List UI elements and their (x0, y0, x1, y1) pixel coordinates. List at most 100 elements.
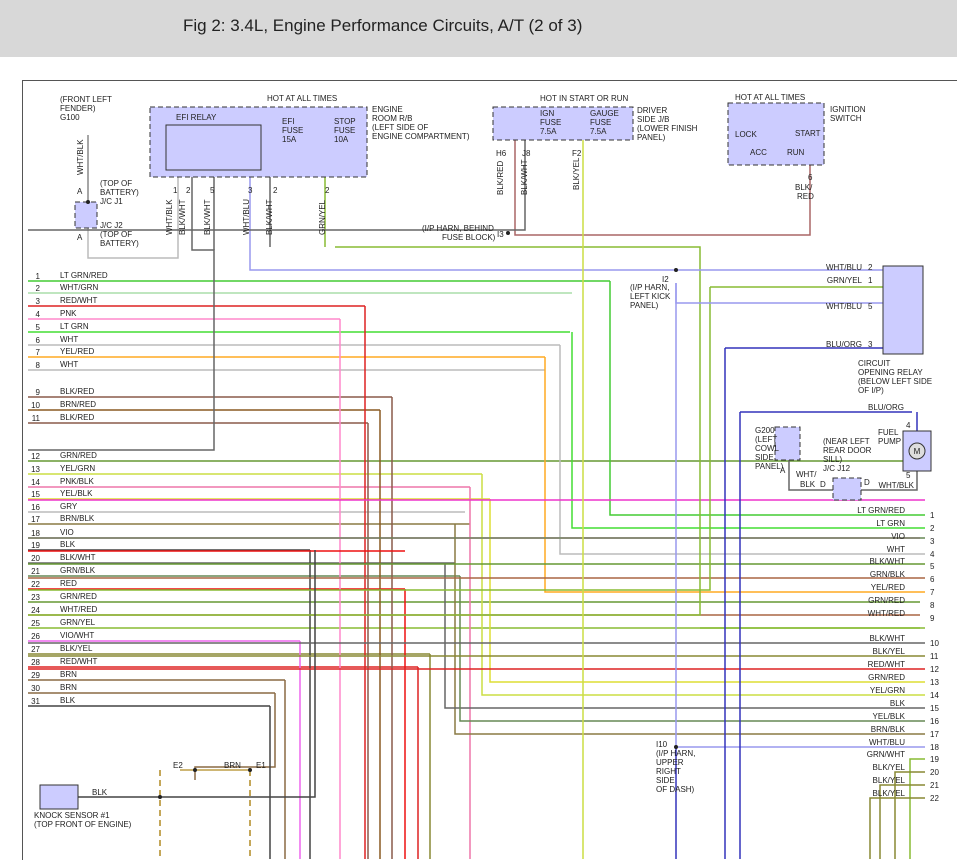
left-pin-number: 5 (36, 323, 41, 332)
ign-fuse-label: FUSE (540, 118, 561, 127)
left-wire-label: YEL/BLK (60, 489, 93, 498)
vertical-wire-label-efi-3: WHT/BLU (242, 199, 251, 235)
left-wire-label: BRN/RED (60, 400, 96, 409)
left-pin-number: 2 (36, 284, 41, 293)
driver-side-jb-box (492, 106, 634, 141)
relay-pin-label: 5 (868, 302, 873, 311)
right-pin-number: 1 (930, 511, 935, 520)
jc-j2-label: J/C J2 (100, 221, 123, 230)
ign-blkwht-wire (28, 140, 526, 231)
jc-j2-label: (TOP OF (100, 230, 132, 239)
left-pin-number: 7 (36, 348, 41, 357)
grnyel-stop-wire (28, 246, 701, 616)
hot-at-all-times-label: HOT AT ALL TIMES (267, 94, 337, 103)
circuit-opening-relay-label: CIRCUIT (858, 359, 891, 368)
right-wire-label: GRN/BLK (870, 570, 906, 579)
relay-pin-label: 1 (868, 276, 873, 285)
driver-side-jb-label: PANEL) (637, 133, 666, 142)
pump-pin-label: 5 (906, 471, 911, 480)
vertical-wire-label-efi-5: BLK/WHT (203, 199, 212, 235)
right-pin-number: 5 (930, 562, 935, 571)
relay-wire-label: BLU/ORG (826, 340, 862, 349)
right-pin-number: 20 (930, 768, 939, 777)
driver-side-jb-label: (LOWER FINISH (637, 124, 698, 133)
right-pin-number: 7 (930, 588, 935, 597)
left-wire-label: RED/WHT (60, 657, 97, 666)
circuit-opening-relay-label: (BELOW LEFT SIDE (858, 377, 932, 386)
right-wire-label: WHT (887, 545, 905, 554)
right-wire-label: BLK/WHT (869, 557, 905, 566)
engine-room-rb-label: ENGINE COMPARTMENT) (372, 132, 470, 141)
circuit-opening-relay-label: OF I/P) (858, 386, 884, 395)
knock-e1-label: E1 (256, 761, 266, 770)
jc-j1-box (74, 201, 98, 229)
efi-fuse-label: 15A (282, 135, 297, 144)
vertical-wire-label-stop-fuse: GRN/YEL (318, 199, 327, 235)
left-pin-number: 8 (36, 361, 41, 370)
i2-label: LEFT KICK (630, 292, 671, 301)
pin-label: 5 (210, 186, 215, 195)
g200-box (774, 426, 801, 461)
ignition-switch-label: IGNITION (830, 105, 866, 114)
pin-label: BLK/ (795, 183, 813, 192)
right-wire-label: BLK/WHT (869, 634, 905, 643)
g100-label: G100 (60, 113, 80, 122)
efi-relay-box (165, 124, 262, 171)
left-pin-number: 18 (31, 529, 40, 538)
left-pin-number: 23 (31, 593, 40, 602)
jc-j12-pin: D (820, 480, 826, 489)
g200-label: SIDE (755, 453, 774, 462)
left-wire-label: BLK/RED (60, 387, 94, 396)
right-wire-label: VIO (891, 532, 905, 541)
left-pin-number: 25 (31, 619, 40, 628)
pin-label: J8 (522, 149, 531, 158)
hot-at-all-times-2-label: HOT AT ALL TIMES (735, 93, 805, 102)
jc-j2-label: BATTERY) (100, 239, 139, 248)
relay-whtblu-5 (675, 283, 885, 304)
vertical-wire-label-efi-2: BLK/WHT (178, 199, 187, 235)
pin-label: 2 (273, 186, 278, 195)
right-pin-number: 3 (930, 537, 935, 546)
left-wire-label: YEL/RED (60, 347, 94, 356)
harness-run (571, 332, 925, 529)
g200-label: (LEFT (755, 435, 777, 444)
splice-dot (674, 745, 678, 749)
pin-label: RED (797, 192, 814, 201)
jc-j1-label: (TOP OF (100, 179, 132, 188)
right-wire-label: GRN/RED (868, 673, 905, 682)
left-pin-number: 1 (36, 272, 41, 281)
jc-j12-label: (NEAR LEFT (823, 437, 870, 446)
right-pin-number: 9 (930, 614, 935, 623)
left-wire-label: RED/WHT (60, 296, 97, 305)
driver-side-jb-label: DRIVER (637, 106, 667, 115)
wires-layer (28, 112, 925, 859)
right-pin-number: 17 (930, 730, 939, 739)
right-pin-number: 6 (930, 575, 935, 584)
right-pin-number: 16 (930, 717, 939, 726)
pump-wire-label: BLU/ORG (868, 403, 904, 412)
left-pin-number: 9 (36, 388, 41, 397)
i10-label: RIGHT (656, 767, 681, 776)
gauge-fuse-label: GAUGE (590, 109, 619, 118)
left-wire-label: BLK (60, 696, 76, 705)
right-wire-label: BLK/YEL (873, 789, 906, 798)
right-wire-label: BLK (890, 699, 906, 708)
right-pin-number: 19 (930, 755, 939, 764)
left-pin-number: 20 (31, 554, 40, 563)
left-wire-label: PNK (60, 309, 77, 318)
right-row-drop (869, 797, 925, 859)
figure-title: Fig 2: 3.4L, Engine Performance Circuits… (183, 16, 583, 35)
right-wire-label: YEL/BLK (873, 712, 906, 721)
fuel-pump-label: PUMP (878, 437, 901, 446)
left-pin-number: 27 (31, 645, 40, 654)
pin-label: A (77, 233, 83, 242)
g200-wire-label: WHT/ (796, 470, 817, 479)
left-wire-label: BLK/YEL (60, 644, 93, 653)
right-pin-number: 14 (930, 691, 939, 700)
harness-run (609, 281, 925, 516)
hot-in-start-label: HOT IN START OR RUN (540, 94, 629, 103)
left-pin-number: 17 (31, 515, 40, 524)
jc-j12-label: REAR DOOR (823, 446, 872, 455)
right-row-drop (879, 784, 925, 859)
